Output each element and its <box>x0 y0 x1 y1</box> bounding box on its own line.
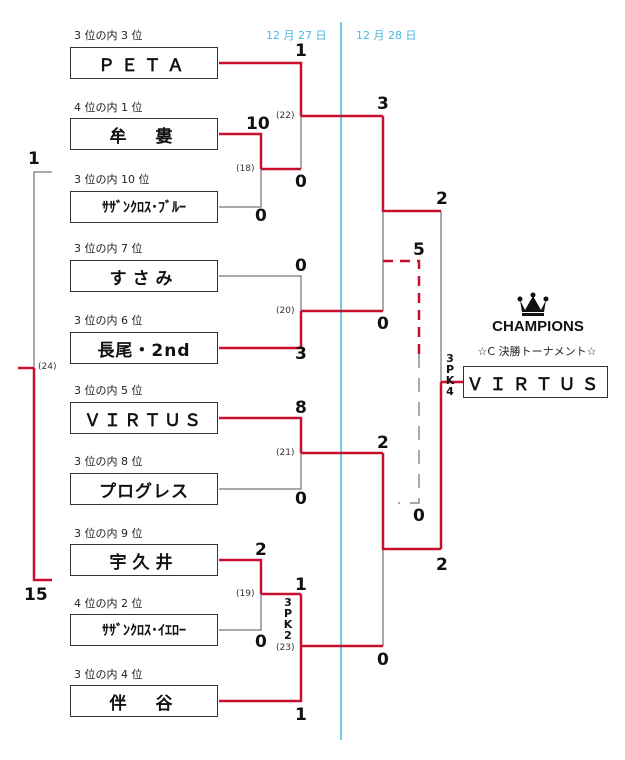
score-semifinal2-top: 2 <box>377 433 389 453</box>
match-23-lines <box>219 594 383 703</box>
score-third-top: 5 <box>413 240 425 260</box>
team-seed: 3 位の内 4 位 <box>74 668 143 681</box>
team-seed: 3 位の内 9 位 <box>74 527 143 540</box>
date-day2: 12 月 28 日 <box>356 29 417 42</box>
score-m23-bottom: 1 <box>295 705 307 725</box>
score-m18-bottom: 0 <box>255 206 267 226</box>
score-third-bottom: 0 <box>413 506 425 526</box>
team-seed: 3 位の内 3 位 <box>74 29 143 42</box>
third-place-lines <box>383 259 421 504</box>
champions-title: CHAMPIONS <box>492 318 584 335</box>
crown-icon <box>517 292 549 316</box>
team-box-southern-cross-yellow: ｻｻﾞﾝｸﾛｽ･ｲｴﾛｰ <box>70 614 218 646</box>
team-box-banya: 伴 谷 <box>70 685 218 717</box>
score-m22-bottom: 0 <box>295 172 307 192</box>
champions-subtitle: ☆C 決勝トーナメント☆ <box>477 345 597 358</box>
score-m23-top: 1 <box>295 575 307 595</box>
semifinal-1-lines <box>381 116 441 311</box>
score-final-top: 2 <box>436 189 448 209</box>
score-m24-top: 1 <box>28 149 40 169</box>
score-semifinal2-bottom: 0 <box>377 650 389 670</box>
score-semifinal1-bottom: 0 <box>377 314 389 334</box>
match-label-21: (21) <box>276 448 295 458</box>
score-m20-bottom: 3 <box>295 344 307 364</box>
score-m21-bottom: 0 <box>295 489 307 509</box>
team-box-susami: すさみ <box>70 260 218 292</box>
champion-team-box: ＶＩＲＴＵＳ <box>463 366 608 398</box>
score-m19-bottom: 0 <box>255 632 267 652</box>
team-box-progress: プログレス <box>70 473 218 505</box>
score-m19-top: 2 <box>255 540 267 560</box>
match-label-24: (24) <box>38 362 57 372</box>
match-label-20: (20) <box>276 306 295 316</box>
team-seed: 4 位の内 2 位 <box>74 597 143 610</box>
team-seed: 4 位の内 1 位 <box>74 101 143 114</box>
team-box-ukui: 宇久井 <box>70 544 218 576</box>
team-seed: 3 位の内 10 位 <box>74 173 150 186</box>
score-semifinal1-top: 3 <box>377 94 389 114</box>
score-m22-top: 1 <box>295 41 307 61</box>
team-seed: 3 位の内 5 位 <box>74 384 143 397</box>
score-m18-top: 10 <box>246 114 270 134</box>
score-m24-bottom: 15 <box>24 585 48 605</box>
team-box-virtus: ＶＩＲＴＵＳ <box>70 402 218 434</box>
match-24-lines <box>18 171 52 582</box>
pk-mark-final: 3 P K 4 <box>445 352 455 398</box>
match-20-lines <box>219 275 383 350</box>
team-box-nagao-2nd: 長尾・2nd <box>70 332 218 364</box>
match-18-lines <box>219 132 301 208</box>
match-22-lines <box>219 61 383 169</box>
match-label-22: (22) <box>276 111 295 121</box>
team-box-muro: 牟 婁 <box>70 118 218 150</box>
match-label-23: (23) <box>276 643 295 653</box>
score-m21-top: 8 <box>295 398 307 418</box>
team-seed: 3 位の内 8 位 <box>74 455 143 468</box>
semifinal-2-lines <box>381 453 441 646</box>
pk-mark-m23: 3 P K 2 <box>283 596 293 642</box>
match-label-18: (18) <box>236 164 255 174</box>
team-box-peta: ＰＥＴＡ <box>70 47 218 79</box>
team-box-southern-cross-blue: ｻｻﾞﾝｸﾛｽ･ﾌﾞﾙｰ <box>70 191 218 223</box>
team-seed: 3 位の内 7 位 <box>74 242 143 255</box>
final-lines <box>439 211 463 549</box>
match-label-19: (19) <box>236 589 255 599</box>
match-21-lines <box>219 416 383 490</box>
score-final-bottom: 2 <box>436 555 448 575</box>
score-m20-top: 0 <box>295 256 307 276</box>
date-day1: 12 月 27 日 <box>266 29 327 42</box>
match-19-lines <box>219 558 301 631</box>
team-seed: 3 位の内 6 位 <box>74 314 143 327</box>
